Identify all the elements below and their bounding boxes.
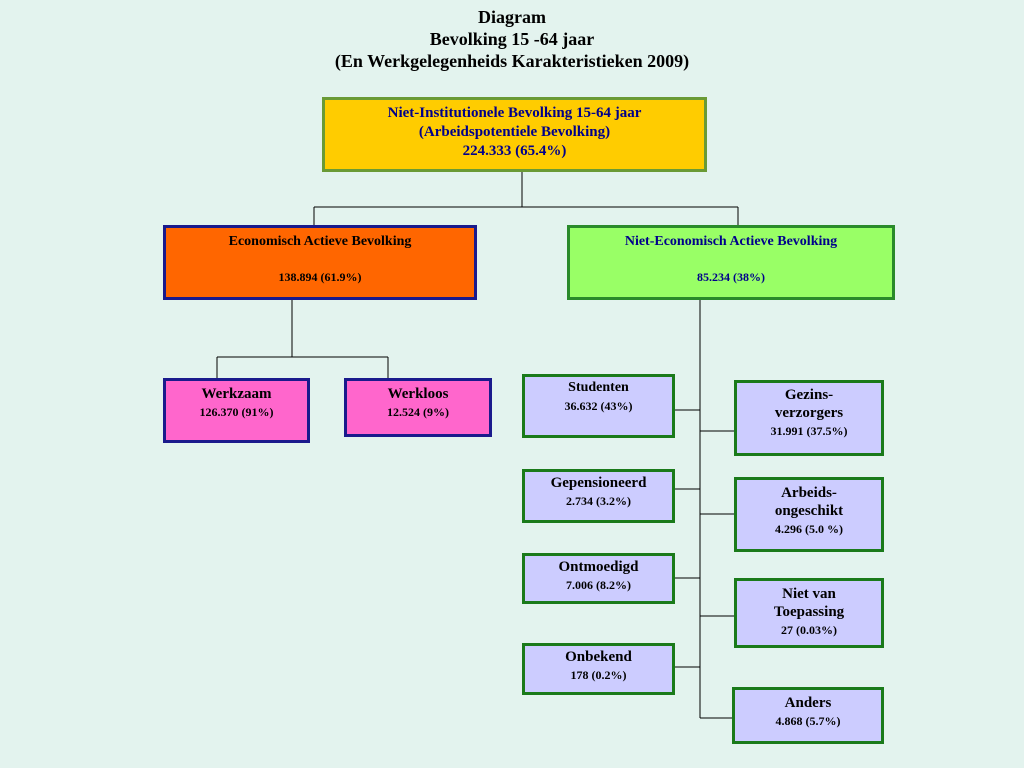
box-arbeidsongeschikt: Arbeids- ongeschikt 4.296 (5.0 %): [734, 477, 884, 552]
werkloos-label: Werkloos: [387, 386, 449, 402]
arbeidsongeschikt-label-1: Arbeids-: [781, 485, 837, 501]
box-niet-economisch-actieve-bevolking: Niet-Economisch Actieve Bevolking 85.234…: [567, 225, 895, 300]
root-label-2: (Arbeidspotentiele Bevolking): [418, 124, 611, 140]
gezinsverzorgers-value: 31.991 (37.5%): [770, 424, 848, 438]
onbekend-label: Onbekend: [565, 649, 632, 665]
box-anders: Anders 4.868 (5.7%): [732, 687, 884, 744]
box-werkloos: Werkloos 12.524 (9%): [344, 378, 492, 437]
root-label-1: Niet-Institutionele Bevolking 15-64 jaar: [387, 105, 642, 121]
gezinsverzorgers-label-2: verzorgers: [774, 405, 844, 421]
eab-label: Economisch Actieve Bevolking: [228, 234, 412, 249]
ontmoedigd-label: Ontmoedigd: [558, 559, 639, 575]
box-economisch-actieve-bevolking: Economisch Actieve Bevolking 138.894 (61…: [163, 225, 477, 300]
studenten-value: 36.632 (43%): [564, 399, 633, 413]
box-gepensioneerd: Gepensioneerd 2.734 (3.2%): [522, 469, 675, 523]
title-line-2: Bevolking 15 -64 jaar: [429, 29, 595, 49]
gepensioneerd-value: 2.734 (3.2%): [566, 494, 631, 508]
neab-label: Niet-Economisch Actieve Bevolking: [624, 234, 838, 249]
gepensioneerd-label: Gepensioneerd: [550, 475, 647, 491]
box-onbekend: Onbekend 178 (0.2%): [522, 643, 675, 695]
root-box-niet-institutionele-bevolking: Niet-Institutionele Bevolking 15-64 jaar…: [322, 97, 707, 172]
arbeidsongeschikt-value: 4.296 (5.0 %): [775, 522, 843, 536]
title-line-3: (En Werkgelegenheids Karakteristieken 20…: [334, 51, 690, 71]
root-value: 224.333 (65.4%): [462, 143, 567, 159]
niet-van-toepassing-value: 27 (0.03%): [781, 623, 837, 637]
gezinsverzorgers-label-1: Gezins-: [784, 387, 834, 403]
niet-van-toepassing-label-1: Niet van: [782, 586, 836, 602]
neab-value: 85.234 (38%): [697, 270, 765, 284]
ontmoedigd-value: 7.006 (8.2%): [566, 578, 631, 592]
niet-van-toepassing-label-2: Toepassing: [773, 604, 845, 620]
box-niet-van-toepassing: Niet van Toepassing 27 (0.03%): [734, 578, 884, 648]
studenten-label: Studenten: [568, 380, 629, 395]
anders-value: 4.868 (5.7%): [775, 714, 841, 728]
box-werkzaam: Werkzaam 126.370 (91%): [163, 378, 310, 443]
onbekend-value: 178 (0.2%): [570, 668, 627, 682]
box-ontmoedigd: Ontmoedigd 7.006 (8.2%): [522, 553, 675, 604]
diagram-title: Diagram Bevolking 15 -64 jaar (En Werkge…: [0, 6, 1024, 72]
eab-value: 138.894 (61.9%): [278, 270, 362, 284]
box-gezinsverzorgers: Gezins- verzorgers 31.991 (37.5%): [734, 380, 884, 456]
arbeidsongeschikt-label-2: ongeschikt: [774, 503, 844, 519]
title-line-1: Diagram: [478, 7, 546, 27]
anders-label: Anders: [784, 695, 832, 711]
werkzaam-value: 126.370 (91%): [199, 405, 274, 419]
werkloos-value: 12.524 (9%): [387, 405, 449, 419]
werkzaam-label: Werkzaam: [201, 386, 272, 402]
box-studenten: Studenten 36.632 (43%): [522, 374, 675, 438]
